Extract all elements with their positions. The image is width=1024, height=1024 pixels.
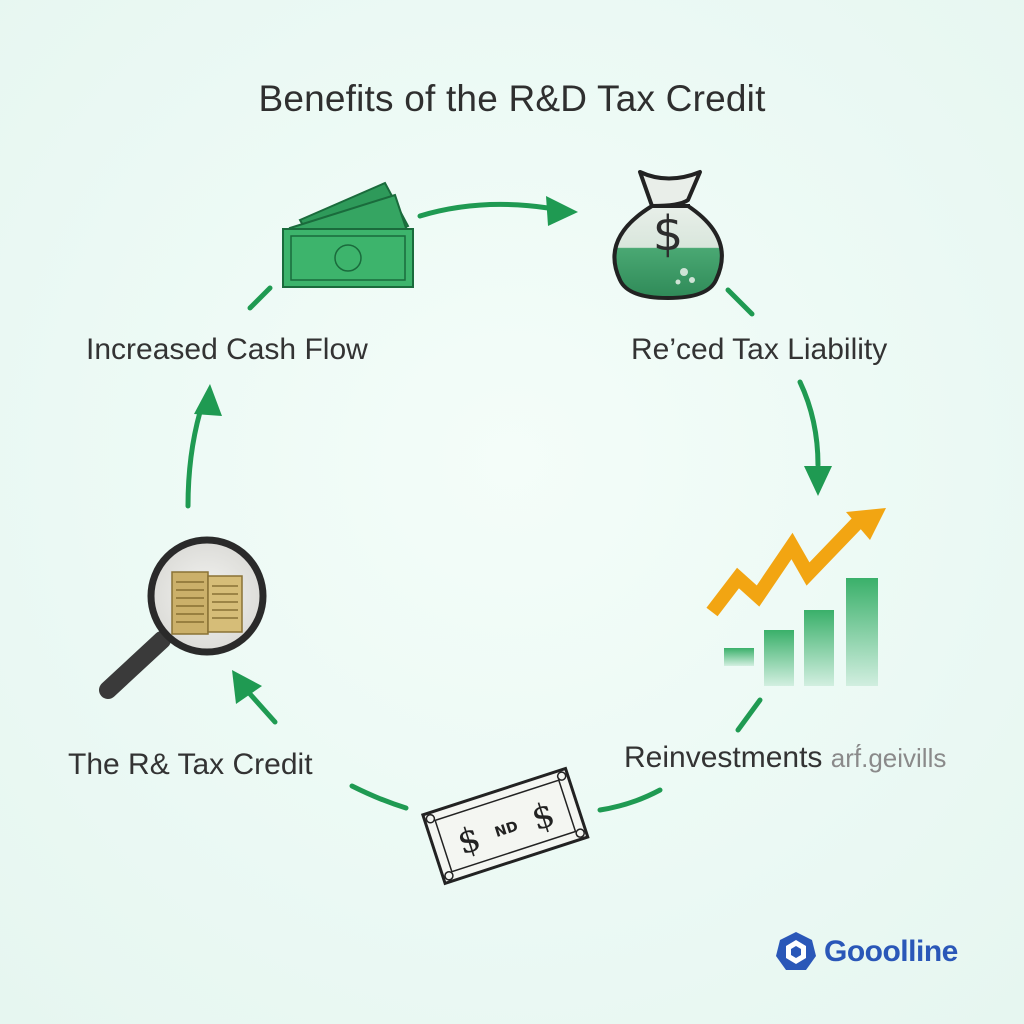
cash-bills-icon [282, 181, 414, 288]
label-reinvestments-main: Reinvestments [624, 741, 823, 774]
arrow-top [417, 196, 578, 226]
label-reinvestments-suffix: arf́.geivills [830, 743, 947, 773]
magnifier-documents-icon [99, 536, 267, 699]
label-rd-tax-credit: The R& Tax Credit [68, 748, 313, 781]
arrow-bottom-right [597, 697, 763, 813]
bill-text: ND [493, 819, 520, 841]
label-reduced-tax-liability: Re’ced Tax Liability [631, 333, 888, 366]
dollar-bill-icon: $ ND $ [420, 766, 590, 886]
logo-text: Gooolline [824, 935, 958, 968]
logo-mark-icon [776, 932, 816, 970]
bag-dollar-sign: $ [653, 206, 684, 262]
brand-logo: Gooolline [774, 930, 958, 974]
arrow-left [185, 285, 273, 509]
arrow-bottom-left [232, 670, 409, 811]
growth-chart-icon [706, 508, 886, 686]
label-increased-cash-flow: Increased Cash Flow [86, 333, 368, 366]
money-bag-icon [612, 170, 724, 300]
label-reinvestments: Reinvestments arf́.geivills [624, 741, 946, 775]
arrow-right [725, 287, 832, 496]
diagram-title: Benefits of the R&D Tax Credit [258, 78, 766, 119]
